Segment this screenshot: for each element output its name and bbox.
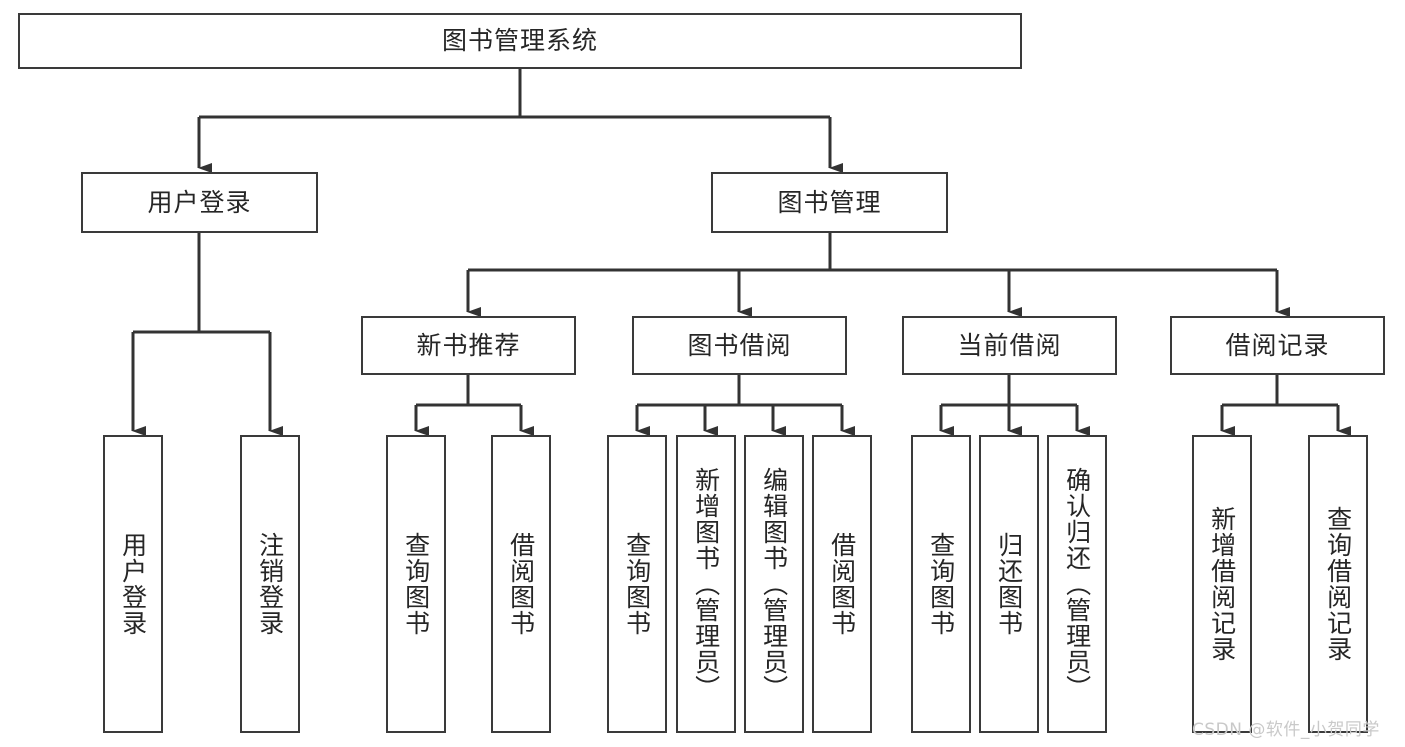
node-label: 用户登录 (118, 532, 148, 636)
leaf-borrow-add-book-admin[interactable]: 新增图书（管理员） (676, 435, 736, 733)
node-label: 借阅图书 (827, 532, 857, 636)
leaf-user-login-signout[interactable]: 注销登录 (240, 435, 300, 733)
leaf-borrow-query-book[interactable]: 查询图书 (607, 435, 667, 733)
node-label: 图书借阅 (687, 330, 792, 360)
node-label: 新增借阅记录 (1207, 506, 1237, 662)
node-label: 确认归还（管理员） (1062, 467, 1092, 701)
node-label: 图书管理系统 (441, 26, 598, 56)
leaf-record-query-record[interactable]: 查询借阅记录 (1308, 435, 1368, 733)
leaf-current-confirm-return-admin[interactable]: 确认归还（管理员） (1047, 435, 1107, 733)
node-label: 借阅图书 (506, 532, 536, 636)
node-label: 编辑图书（管理员） (759, 467, 789, 701)
node-label: 查询图书 (622, 532, 652, 636)
leaf-current-return-book[interactable]: 归还图书 (979, 435, 1039, 733)
node-borrow-record[interactable]: 借阅记录 (1170, 316, 1385, 375)
node-root-system[interactable]: 图书管理系统 (18, 13, 1022, 69)
node-label: 当前借阅 (957, 330, 1062, 360)
node-label: 注销登录 (255, 532, 285, 636)
node-label: 新书推荐 (416, 330, 521, 360)
node-label: 查询借阅记录 (1323, 506, 1353, 662)
leaf-user-login-signin[interactable]: 用户登录 (103, 435, 163, 733)
node-label: 用户登录 (147, 187, 252, 217)
node-current-borrow[interactable]: 当前借阅 (902, 316, 1117, 375)
node-label: 查询图书 (926, 532, 956, 636)
node-label: 借阅记录 (1225, 330, 1330, 360)
node-label: 查询图书 (401, 532, 431, 636)
leaf-recommend-borrow-book[interactable]: 借阅图书 (491, 435, 551, 733)
leaf-borrow-edit-book-admin[interactable]: 编辑图书（管理员） (744, 435, 804, 733)
node-new-book-recommend[interactable]: 新书推荐 (361, 316, 576, 375)
node-label: 图书管理 (777, 187, 882, 217)
watermark: CSDN @软件_小贺同学 (1192, 720, 1380, 740)
node-label: 新增图书（管理员） (691, 467, 721, 701)
leaf-record-add-record[interactable]: 新增借阅记录 (1192, 435, 1252, 733)
leaf-borrow-borrow-book[interactable]: 借阅图书 (812, 435, 872, 733)
node-label: 归还图书 (994, 532, 1024, 636)
node-book-borrow[interactable]: 图书借阅 (632, 316, 847, 375)
node-user-login[interactable]: 用户登录 (81, 172, 318, 233)
leaf-current-query-book[interactable]: 查询图书 (911, 435, 971, 733)
leaf-recommend-query-book[interactable]: 查询图书 (386, 435, 446, 733)
node-book-management[interactable]: 图书管理 (711, 172, 948, 233)
